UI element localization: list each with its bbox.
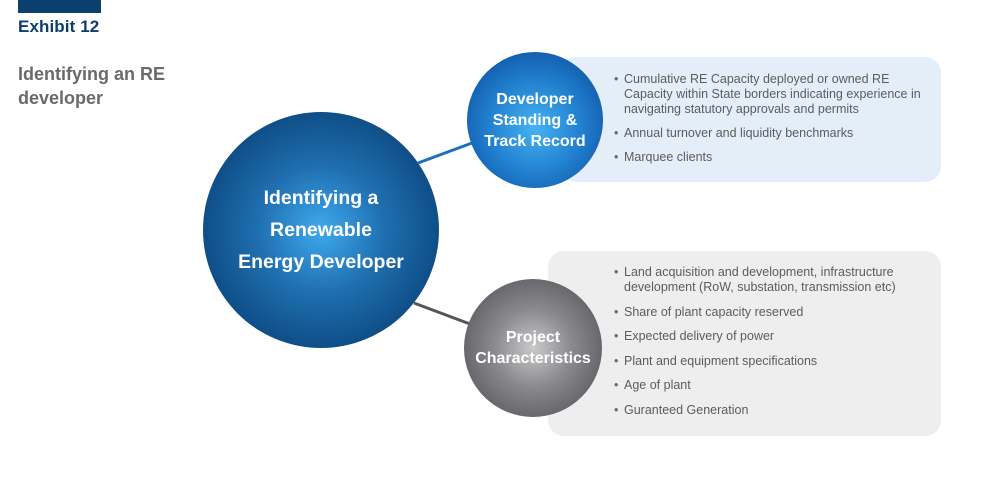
developer-standing-circle: Developer Standing & Track Record bbox=[467, 52, 603, 188]
project-characteristics-circle: Project Characteristics bbox=[464, 279, 602, 417]
project-characteristics-line: Project bbox=[505, 329, 561, 346]
bullet-item: Expected delivery of power bbox=[614, 329, 934, 344]
project-characteristics-line: Characteristics bbox=[475, 350, 591, 367]
center-circle-line: Identifying a bbox=[263, 187, 379, 209]
developer-standing-line: Track Record bbox=[484, 132, 586, 150]
developer-standing-line: Developer bbox=[496, 90, 574, 108]
center-circle-line: Renewable bbox=[270, 219, 372, 241]
developer-standing-bullets: Cumulative RE Capacity deployed or owned… bbox=[614, 72, 934, 174]
bullet-item: Marquee clients bbox=[614, 150, 934, 165]
center-circle-line: Energy Developer bbox=[238, 251, 404, 273]
developer-standing-line: Standing & bbox=[492, 111, 578, 129]
connector-developer-standing bbox=[417, 141, 473, 165]
bullet-item: Share of plant capacity reserved bbox=[614, 305, 934, 320]
exhibit-accent-bar bbox=[18, 0, 101, 13]
connector-project-characteristics bbox=[413, 301, 471, 326]
bullet-item: Plant and equipment specifications bbox=[614, 354, 934, 369]
project-characteristics-bullets: Land acquisition and development, infras… bbox=[614, 265, 934, 427]
center-circle: Identifying a Renewable Energy Developer bbox=[203, 112, 439, 348]
bullet-item: Annual turnover and liquidity benchmarks bbox=[614, 126, 934, 141]
bullet-item: Age of plant bbox=[614, 378, 934, 393]
bullet-item: Guranteed Generation bbox=[614, 403, 934, 418]
bullet-item: Cumulative RE Capacity deployed or owned… bbox=[614, 72, 934, 117]
bullet-item: Land acquisition and development, infras… bbox=[614, 265, 934, 295]
exhibit-label: Exhibit 12 bbox=[18, 17, 100, 36]
page-subtitle: Identifying an RE developer bbox=[18, 64, 166, 108]
